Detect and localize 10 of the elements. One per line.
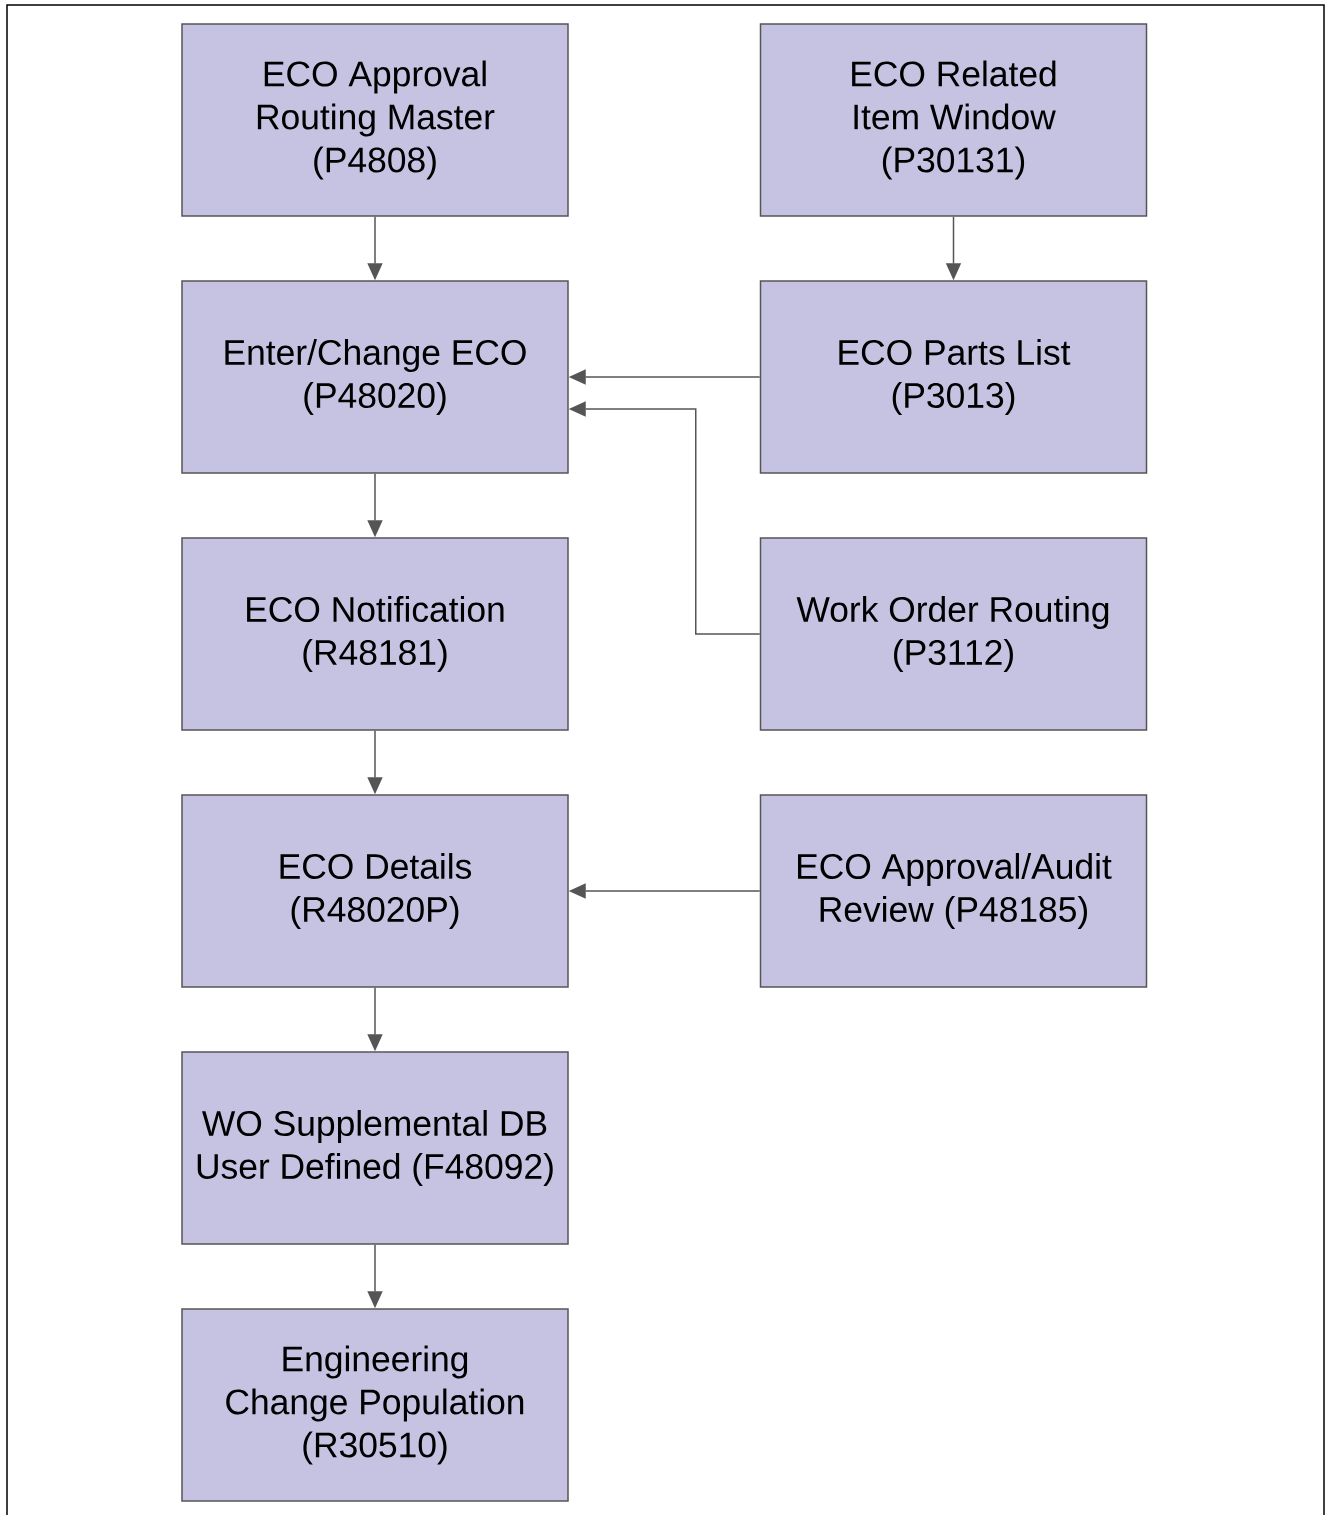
process-box: ECO Approval/Audit Review (P48185): [759, 794, 1148, 988]
process-box: Engineering Change Population (R30510): [181, 1308, 569, 1502]
process-box: WO Supplemental DB User Defined (F48092): [181, 1051, 569, 1245]
process-box: ECO Approval Routing Master (P4808): [181, 23, 569, 217]
process-box: ECO Details (R48020P): [181, 794, 569, 988]
process-box: ECO Related Item Window (P30131): [759, 23, 1148, 217]
process-box: ECO Parts List (P3013): [759, 280, 1148, 474]
process-box: Enter/Change ECO (P48020): [181, 280, 569, 474]
process-box: Work Order Routing (P3112): [759, 537, 1148, 731]
process-box: ECO Notification (R48181): [181, 537, 569, 731]
